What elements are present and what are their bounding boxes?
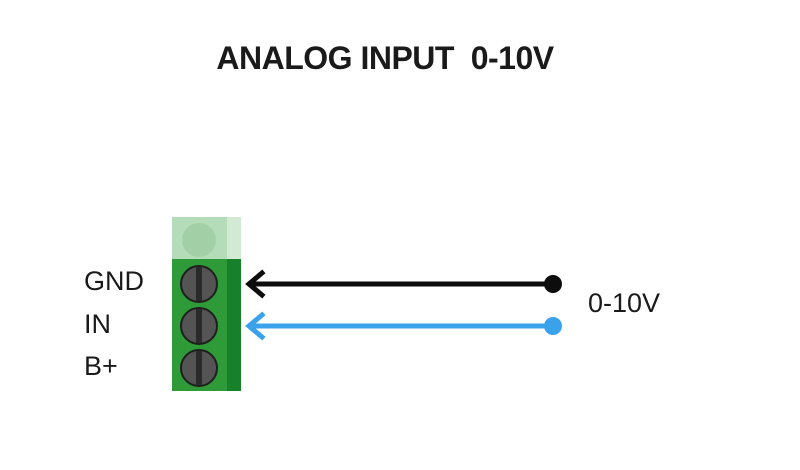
- terminal-faded-slot: [172, 217, 241, 260]
- screw-bplus[interactable]: [180, 349, 218, 387]
- in-wire: [245, 311, 562, 341]
- signal-label: 0-10V: [588, 288, 661, 318]
- gnd-wire: [245, 269, 562, 299]
- pin-label-bplus: B+: [84, 351, 118, 381]
- screw-gnd[interactable]: [180, 265, 218, 303]
- diagram-title: ANALOG INPUT 0-10V: [216, 40, 554, 76]
- pin-label-gnd: GND: [84, 266, 144, 296]
- screw-in[interactable]: [180, 307, 218, 345]
- pin-label-in: IN: [84, 309, 111, 339]
